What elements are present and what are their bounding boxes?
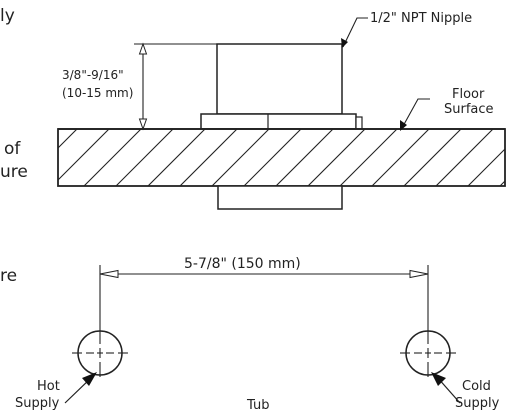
floor-label-line1: Floor [452,87,485,102]
nipple-flange [200,113,357,130]
nipple-body [216,43,343,115]
left-text-fragment-3: ure [0,162,28,182]
nipple-leader [341,17,368,48]
hot-label-line1: Hot [37,379,60,394]
left-text-fragment-1: ly [0,6,15,26]
tub-label: Tub [246,398,269,413]
nipple-label: 1/2" NPT Nipple [370,11,472,26]
height-label-mm: (10-15 mm) [62,86,133,100]
hot-label-line2: Supply [15,396,60,411]
hot-supply-leader [64,372,97,404]
height-label-inches: 3/8"-9/16" [62,68,124,82]
spacing-dimension [99,265,429,333]
left-text-fragment-2: of [4,139,21,159]
left-text-fragment-4: re [0,266,18,286]
floor-surface-leader [400,98,430,131]
spacing-label: 5-7/8" (150 mm) [184,256,301,272]
nipple-elevation [200,43,363,130]
cold-label-line1: Cold [462,379,491,394]
floor-label-line2: Surface [444,102,494,117]
floor-hatch [58,129,505,186]
floor-slab [57,128,506,187]
cold-supply-symbol [400,330,456,377]
hot-supply-symbol [72,330,128,377]
cold-supply-leader [431,372,461,404]
height-dimension [134,42,217,131]
cold-label-line2: Supply [455,396,500,411]
pipe-below-floor [217,185,343,210]
